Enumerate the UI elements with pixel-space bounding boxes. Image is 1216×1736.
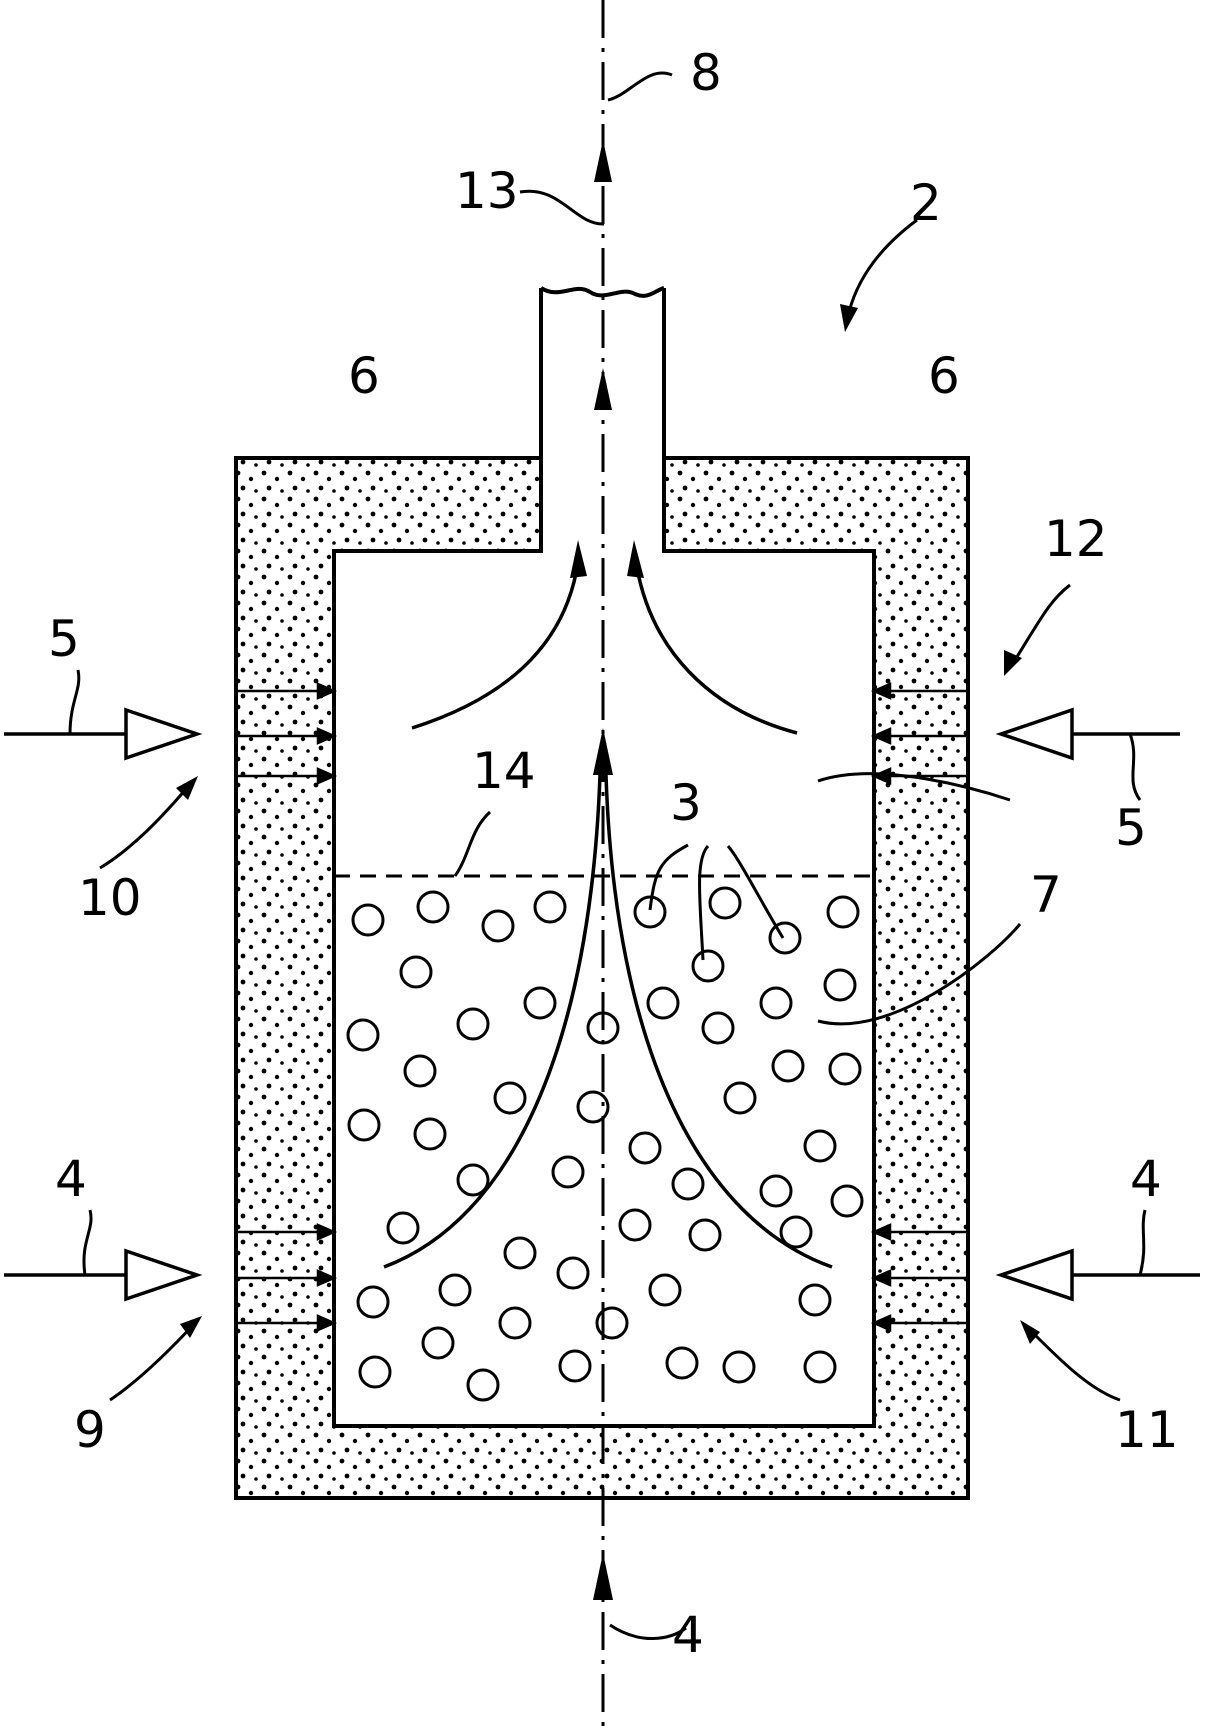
label-region-left-upper-10: 10 [78, 869, 142, 927]
label-inlet-left-upper-5: 5 [48, 610, 80, 668]
label-inlet-right-lower-4: 4 [1130, 1150, 1162, 1208]
flow-curve-arrowheads [570, 540, 644, 578]
label-level-14: 14 [472, 742, 536, 800]
region-pointer-arrowheads [176, 304, 1040, 1344]
leader-lines [68, 71, 1147, 1276]
label-region-right-lower-11: 11 [1115, 1401, 1179, 1459]
left-upper-wall-inlet-arrows [236, 682, 338, 785]
inlet-arrow-left-upper [4, 707, 203, 761]
inlet-arrow-left-lower [4, 1248, 203, 1302]
label-insulation-right-6: 6 [928, 347, 960, 405]
left-lower-wall-inlet-arrows [236, 1223, 338, 1332]
inlet-arrow-right-lower [995, 1248, 1200, 1302]
label-wall-7: 7 [1030, 866, 1062, 924]
label-inlet-left-lower-4: 4 [55, 1150, 87, 1208]
flow-curves [383, 561, 833, 1269]
right-lower-wall-inlet-arrows [870, 1223, 968, 1332]
inlet-arrow-right-upper [995, 707, 1180, 761]
label-apparatus-2: 2 [910, 174, 942, 232]
label-outlet-13: 13 [455, 162, 519, 220]
outlet-tube [539, 288, 666, 458]
label-insulation-left-6: 6 [348, 347, 380, 405]
label-inlet-right-upper-5: 5 [1115, 799, 1147, 857]
label-particles-3: 3 [670, 774, 702, 832]
label-region-right-upper-12: 12 [1044, 510, 1108, 568]
particles [346, 886, 864, 1402]
label-axis-8: 8 [690, 44, 722, 102]
label-region-left-lower-9: 9 [74, 1401, 106, 1459]
outlet-tube-break [539, 286, 665, 298]
axis-arrows [593, 140, 613, 1600]
label-inlet-bottom-4: 4 [672, 1606, 704, 1664]
